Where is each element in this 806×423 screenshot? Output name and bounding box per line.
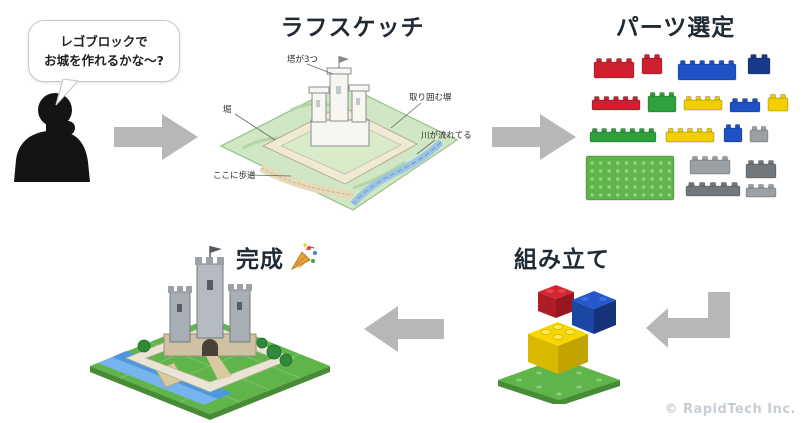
castle-crenellations xyxy=(168,257,252,293)
assembly-red-brick xyxy=(538,285,574,318)
finished-castle-image xyxy=(90,246,330,420)
sketch-label-towers: 塔が3つ xyxy=(287,54,318,65)
sketch-leader-lines xyxy=(234,63,436,177)
arrow-bent-down-left xyxy=(646,292,730,348)
sketch-castle xyxy=(308,67,370,147)
castle-flag xyxy=(210,246,222,253)
castle-towers xyxy=(169,263,251,343)
watermark: © RapidTech Inc. xyxy=(664,402,796,417)
sketch-windows xyxy=(316,86,360,107)
step-title-assembly: 組み立て xyxy=(514,247,610,273)
assembly-baseplate xyxy=(498,358,620,404)
lego-parts-image xyxy=(585,54,789,201)
arrow-left xyxy=(364,306,444,352)
sketch-label-moat: 堀 xyxy=(223,105,232,115)
assembly-blue-brick xyxy=(572,291,616,334)
complete-title-text: 完成 xyxy=(236,247,284,273)
rough-sketch-image: 塔が3つ 堀 取り囲む塀 川が流れてる ここに歩道 xyxy=(213,54,472,211)
sketch-label-walkway: ここに歩道 xyxy=(213,170,256,181)
step-title-rough-sketch: ラフスケッチ xyxy=(280,15,425,41)
castle-gate xyxy=(202,339,218,356)
speech-bubble-tail xyxy=(55,79,80,106)
sketch-label-wall: 取り囲む塀 xyxy=(409,92,452,103)
step-title-parts-selection: パーツ選定 xyxy=(615,15,736,41)
assembly-yellow-brick xyxy=(528,322,588,374)
thinking-person-silhouette xyxy=(14,93,90,182)
speech-bubble-line1: レゴブロックで xyxy=(60,33,148,49)
castle-trees xyxy=(137,337,293,367)
castle-path xyxy=(206,356,232,380)
castle-windows xyxy=(177,280,242,312)
speech-bubble-line2: お城を作れるかな〜? xyxy=(44,53,164,68)
arrow-right-1 xyxy=(114,114,198,160)
sketch-flag xyxy=(339,56,349,63)
assembly-image xyxy=(498,285,620,404)
sketch-label-river: 川が流れてる xyxy=(421,130,472,141)
party-popper-icon xyxy=(290,243,317,271)
sketch-river xyxy=(350,139,444,207)
step-title-complete: 完成 xyxy=(215,240,340,274)
sketch-walkway xyxy=(259,164,354,199)
arrow-right-2 xyxy=(492,114,576,160)
speech-bubble: レゴブロックで お城を作れるかな〜? xyxy=(28,20,180,82)
